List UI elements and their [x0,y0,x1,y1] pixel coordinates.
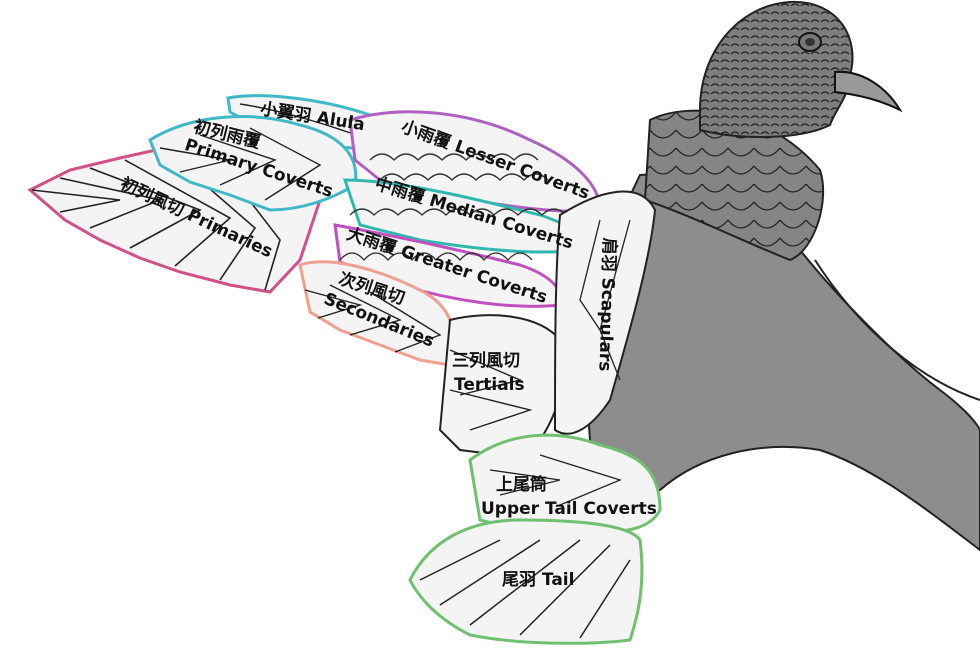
pigeon-head [699,0,903,138]
tail-group [408,518,644,645]
label-tertials-en: Tertials [454,375,525,395]
beak-icon [834,70,903,113]
label-upper-tail-coverts-en: Upper Tail Coverts [481,499,657,519]
label-tail: 尾羽 Tail [502,570,575,590]
secondaries-group [298,260,456,367]
label-scapulars: 肩羽 Scapulars [594,237,619,372]
median-coverts-group [342,178,587,254]
scapulars-group [553,190,657,435]
primary-coverts-group [148,115,358,212]
label-tertials-zh: 三列風切 [452,351,520,371]
label-upper-tail-coverts-zh: 上尾筒 [496,475,547,495]
